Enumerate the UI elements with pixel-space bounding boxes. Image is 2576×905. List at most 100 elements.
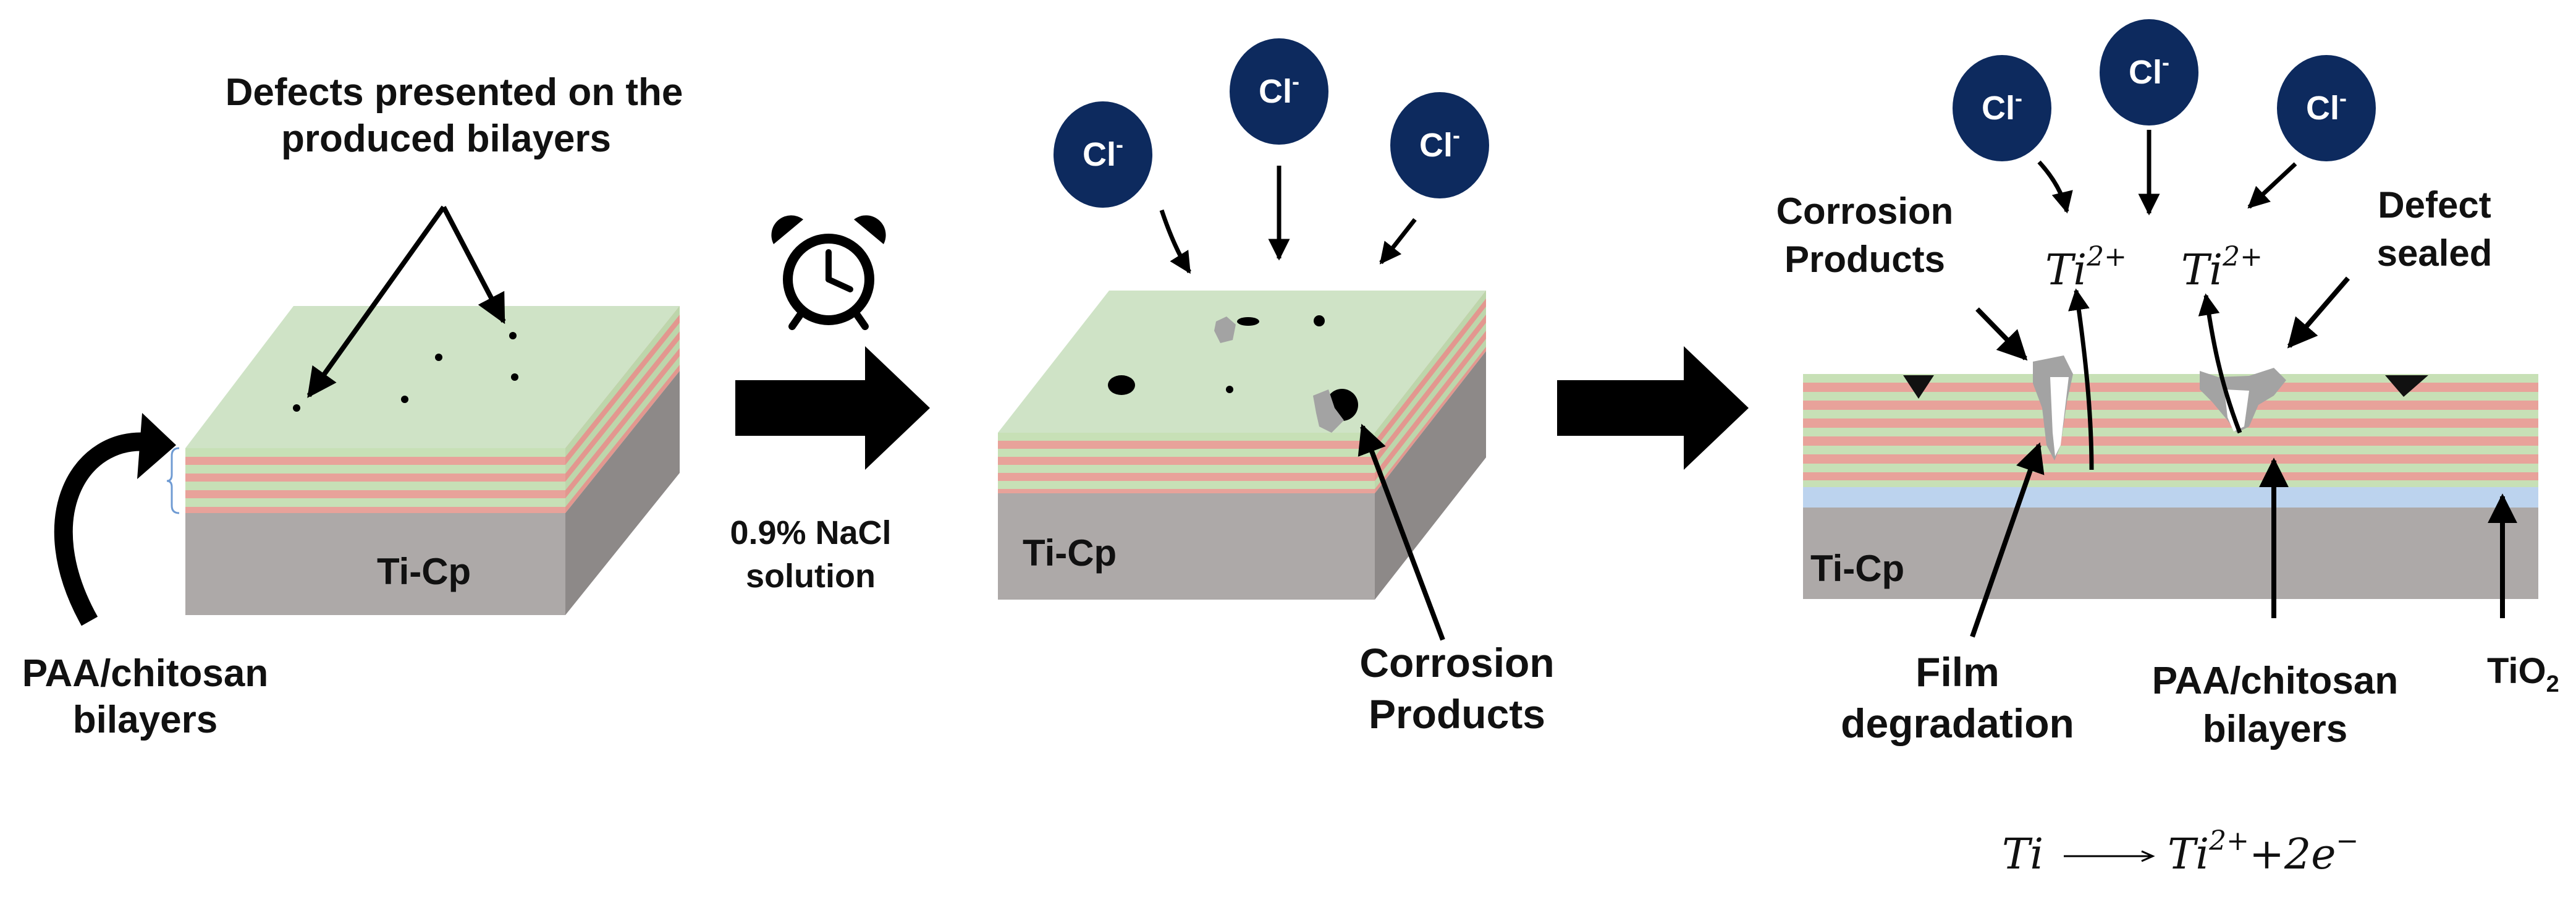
ion-arrow — [1379, 218, 1417, 265]
green-layer — [998, 433, 1375, 441]
ion-arrow — [1159, 209, 1191, 274]
defect-dot — [509, 332, 517, 339]
chloride-ion: Cl- — [1953, 55, 2051, 161]
corrosion-label-line1: Corrosion — [1776, 190, 1954, 232]
chloride-ion: Cl- — [1230, 38, 1328, 145]
defect-notch — [2385, 375, 2428, 397]
ti-ion-release-arrow — [2068, 288, 2094, 470]
oxide-label: TiO2 — [2487, 651, 2559, 697]
bilayers-label-line1: PAA/chitosan — [22, 652, 268, 695]
oxidation-equation: Ti Ti2++2e− — [2002, 825, 2359, 879]
green-layer — [1375, 291, 1486, 441]
green-layer — [185, 498, 565, 507]
substrate-cross-section — [1803, 508, 2538, 599]
green-layer — [998, 449, 1375, 457]
green-layer — [1803, 410, 2538, 419]
substrate-side — [565, 371, 680, 615]
green-layer — [998, 481, 1375, 489]
bilayers-label-line2: bilayers — [2203, 708, 2347, 750]
green-layer — [1375, 323, 1486, 473]
equation-reactant: Ti — [2002, 830, 2043, 879]
equation-arrow-head — [2141, 850, 2155, 862]
defects-label-line1: Defects presented on the — [226, 71, 683, 114]
film-degradation-label-line1: Film — [1915, 649, 2000, 695]
green-layer — [1803, 464, 2538, 472]
green-layer — [565, 323, 680, 474]
defect-sealed-label-line1: Defect — [2378, 184, 2491, 226]
green-layer — [1803, 480, 2538, 487]
substrate-label: Ti-Cp — [1810, 548, 1904, 589]
bilayers-label-line2: bilayers — [73, 699, 217, 741]
green-layer — [565, 339, 680, 490]
step-immersion: 0.9% NaCl solution — [730, 215, 930, 595]
equation-product: Ti2++2e− — [2168, 825, 2359, 879]
defect-sealed-pointer-arrow — [2287, 276, 2350, 349]
alarm-clock-icon — [771, 215, 886, 330]
corrosion-label-line2: Products — [1784, 239, 1945, 280]
corrosion-pointer-arrow — [1358, 423, 1445, 641]
bilayer-stack-side — [1375, 291, 1486, 493]
green-layer — [1803, 428, 2538, 436]
corrosion-label-line2: Products — [1369, 691, 1545, 737]
chloride-ion: Cl- — [2100, 19, 2198, 125]
svg-text:Cl-: Cl- — [2306, 85, 2347, 127]
green-layer — [185, 448, 565, 457]
curved-arrow — [54, 432, 150, 626]
defect-dot — [511, 373, 518, 381]
ti-ion-label: Ti2+ — [2045, 241, 2127, 295]
step-arrow — [1557, 346, 1749, 470]
bilayer-stack-side — [565, 306, 680, 513]
defect-dot — [401, 396, 408, 403]
defect-hole — [1237, 317, 1259, 326]
defect-pointer-arrow — [306, 205, 446, 398]
substrate-label: Ti-Cp — [1023, 532, 1117, 574]
substrate-front — [185, 513, 565, 615]
defect-hole — [1226, 386, 1233, 393]
curved-arrow-head — [137, 413, 176, 479]
corrosion-label-line1: Corrosion — [1359, 640, 1554, 686]
svg-text:Cl-: Cl- — [1083, 132, 1123, 173]
green-layer — [565, 356, 680, 507]
substrate-front — [998, 493, 1375, 600]
chloride-ion: Cl- — [2277, 55, 2376, 161]
defect-notch — [1903, 375, 1934, 399]
green-layer — [1803, 392, 2538, 401]
film-degradation-pit — [2050, 377, 2069, 456]
corrosion-pointer-arrow — [1975, 307, 2028, 361]
ion-arrow — [2247, 162, 2297, 209]
defect-sealed-label-line2: sealed — [2377, 232, 2493, 274]
svg-text:Cl-: Cl- — [1982, 85, 2022, 127]
defect-pointer-arrow — [441, 206, 506, 325]
ti-ion-release-arrow — [2198, 293, 2242, 434]
condition-label-line1: 0.9% NaCl — [730, 514, 891, 551]
corrosion-product — [1214, 317, 1236, 343]
oxide-layer — [1803, 487, 2538, 508]
chloride-ion: Cl- — [1390, 92, 1489, 198]
green-layer — [185, 465, 565, 474]
coating-top-surface — [998, 291, 1486, 433]
svg-text:Cl-: Cl- — [2129, 49, 2169, 91]
defect-dot — [435, 354, 442, 361]
chloride-ion: Cl- — [1054, 101, 1152, 208]
coating-top-surface — [185, 306, 680, 448]
green-layer — [185, 482, 565, 490]
green-layer — [565, 306, 680, 457]
svg-text:Cl-: Cl- — [1419, 122, 1460, 164]
svg-text:Cl-: Cl- — [1259, 69, 1299, 110]
green-layer — [1375, 307, 1486, 457]
panel-initial-coating: Defects presented on the produced bilaye… — [22, 71, 683, 741]
defect-hole — [1108, 375, 1135, 395]
defect-hole — [1314, 315, 1325, 326]
green-layer — [998, 465, 1375, 473]
bilayer-bracket — [166, 447, 180, 514]
panel-cross-section: Cl- Cl- Cl- Ti2+ Ti2+ Corrosion Products… — [1776, 19, 2559, 750]
green-layer — [1803, 374, 2538, 383]
green-layer — [1803, 446, 2538, 454]
film-degradation-label-line2: degradation — [1841, 700, 2074, 746]
ion-arrow — [2037, 160, 2073, 214]
bilayers-label-line1: PAA/chitosan — [2152, 660, 2398, 702]
defects-label-line2: produced bilayers — [281, 117, 611, 160]
ti-ion-label: Ti2+ — [2181, 241, 2263, 295]
defect-dot — [293, 404, 300, 412]
